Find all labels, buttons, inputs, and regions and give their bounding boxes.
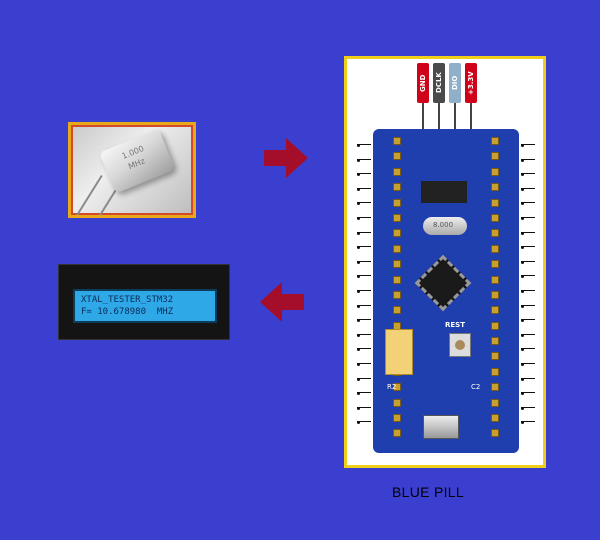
r2-label: R2 [387,383,396,391]
swd-pin-3v3: +3.3V [465,63,477,103]
blue-pill-board-image: GND DCLK DIO +3.3V 8.000 REST R2 C2 [344,56,546,468]
crystal-marking-unit: MHz [127,156,146,171]
swd-pin-gnd: GND [417,63,429,103]
crystal-image: 1.000 MHz [68,122,196,218]
board-crystal: 8.000 [423,217,467,235]
swd-header: GND DCLK DIO +3.3V [417,63,479,109]
board-caption: BLUE PILL [392,484,464,500]
micro-usb-port [423,415,459,439]
boot-jumpers [385,329,413,375]
pcb: 8.000 REST R2 C2 [373,129,519,453]
swd-pin-dio: DIO [449,63,461,103]
reset-button [449,333,471,357]
lcd-screen: XTAL_TESTER_STM32 F= 10.678980 MHZ [73,289,217,323]
lcd-line-1: XTAL_TESTER_STM32 [81,294,215,306]
right-pin-leaders [521,145,535,437]
c2-label: C2 [471,383,480,391]
stm32-microcontroller [415,255,472,312]
swd-pin-dclk: DCLK [433,63,445,103]
board-crystal-marking: 8.000 [433,221,453,229]
reset-label: REST [445,321,465,329]
left-pin-leaders [357,145,371,437]
arrow-left-icon [260,282,304,322]
lcd-display: XTAL_TESTER_STM32 F= 10.678980 MHZ [58,264,230,340]
lcd-line-2: F= 10.678980 MHZ [81,306,215,318]
left-pin-header [393,137,403,445]
arrow-right-icon [264,138,308,178]
voltage-regulator [421,181,467,203]
right-pin-header [491,137,501,445]
